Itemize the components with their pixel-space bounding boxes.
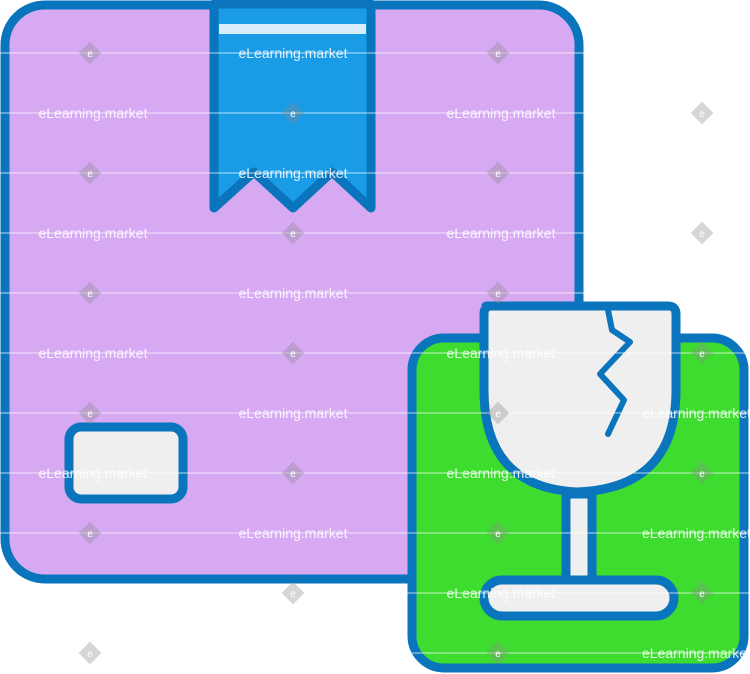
ribbon-highlight-stripe [219,24,366,34]
glass-crack [597,307,633,437]
box-ribbon-tag [209,0,376,213]
glass-stem [561,489,597,587]
fragile-glass-icon [407,301,749,673]
glass-bowl [479,301,681,497]
glass-base [479,575,679,621]
shipping-label [64,422,188,504]
